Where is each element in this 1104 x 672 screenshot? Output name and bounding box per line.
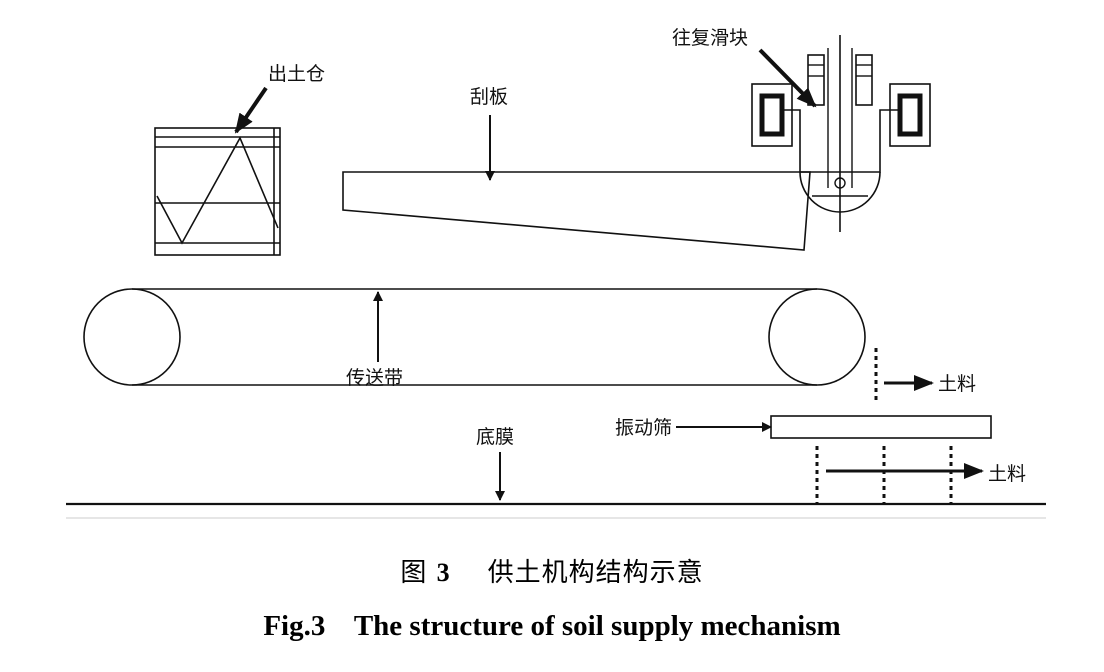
label-soil-lower: 土料 [988,463,1026,485]
hopper [154,127,281,256]
caption-cn-number: 3 [436,558,451,587]
label-film: 底膜 [476,426,514,448]
figure-caption-english: Fig.3 The structure of soil supply mecha… [0,610,1104,643]
vibrating-sieve [770,415,992,439]
label-scraper: 刮板 [470,86,508,108]
caption-cn-label: 图 [400,558,428,588]
label-belt: 传送带 [346,367,403,389]
label-sieve: 振动筛 [615,417,672,439]
slider-pointer-arrow [758,48,817,108]
caption-cn-text: 供土机构结构示意 [487,558,704,588]
scraper-plate [342,171,811,251]
soil-supply-diagram: 出土仓 刮板 往复滑块 传送带 底膜 振动筛 土料 土料 [66,27,1046,519]
caption-en-text: The structure of soil supply mechanism [353,610,841,642]
label-soil-upper: 土料 [938,373,976,395]
lower-discharge-dashed-lines [815,446,953,504]
label-slider: 往复滑块 [672,27,748,49]
hopper-pointer-arrow [234,86,268,134]
caption-en-label: Fig.3 [263,610,326,642]
label-hopper: 出土仓 [268,63,325,85]
conveyor-belt [83,288,866,386]
figure-caption-chinese: 图 3 供土机构结构示意 [0,552,1104,589]
reciprocating-slider [751,35,931,232]
